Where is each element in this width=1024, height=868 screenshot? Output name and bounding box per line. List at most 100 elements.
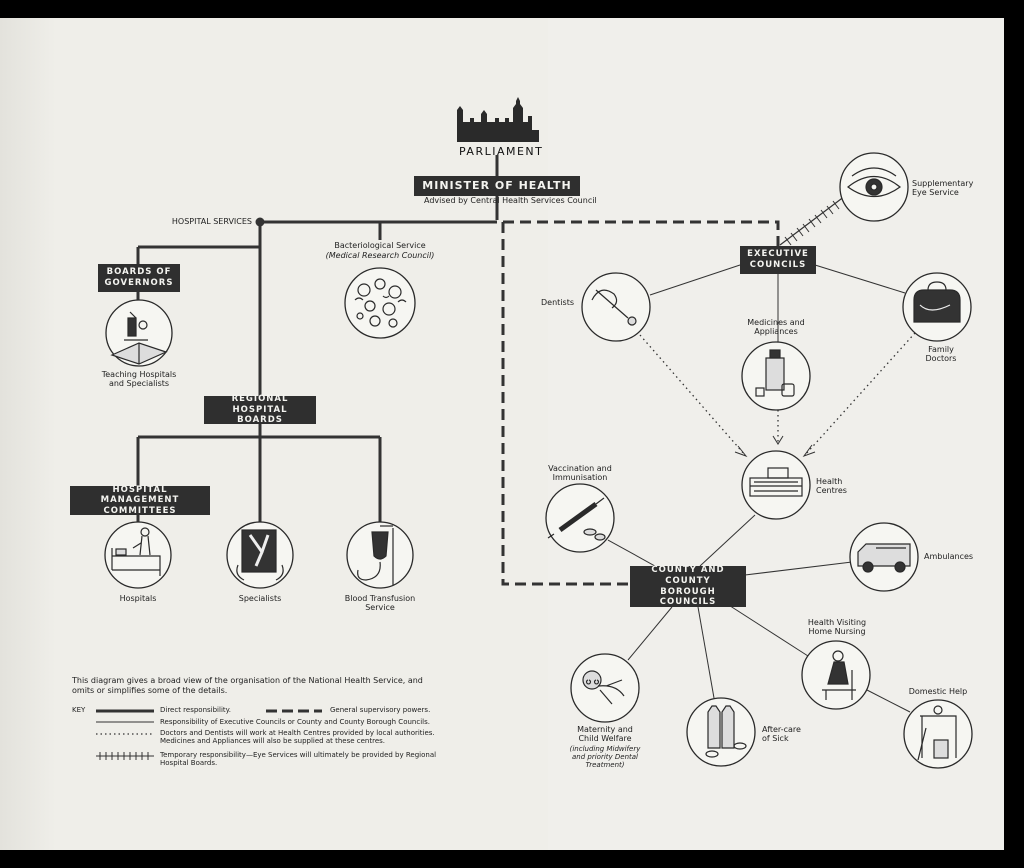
medicine-bottle-icon: [755, 349, 795, 397]
bacteria-circle: [344, 267, 416, 339]
key-responsibility: Responsibility of Executive Councils or …: [160, 718, 430, 726]
teaching-line-2: and Specialists: [108, 379, 170, 389]
family-line-1: Family: [928, 345, 954, 354]
key-direct: Direct responsibility.: [160, 706, 232, 714]
minister-sub: Advised by Central Health Services Counc…: [424, 196, 597, 205]
domestic-help-circle: [903, 699, 973, 769]
teaching-line-1: Teaching Hospitals: [101, 370, 177, 379]
maternity-label: Maternity and Child Welfare: [560, 725, 650, 743]
ambulances-label: Ambulances: [924, 552, 974, 561]
exec-line-2: COUNCILS: [749, 260, 807, 270]
minister-box: MINISTER OF HEALTH: [414, 176, 580, 196]
family-doctors-label: Family Doctors: [906, 345, 976, 363]
regional-boards-box: REGIONAL HOSPITAL BOARDS: [204, 394, 316, 426]
maternity-circle: [570, 653, 640, 723]
milk-bottles-icon: [705, 705, 747, 758]
eye-label: Supplementary Eye Service: [912, 179, 992, 197]
maternity-sub: (including Midwifery and priority Dental…: [560, 745, 650, 769]
maternity-sub-3: Treatment): [585, 761, 625, 770]
parliament-label: PARLIAMENT: [459, 145, 544, 158]
centres-line-1: Health: [816, 477, 843, 486]
nurse-chair-icon: [822, 650, 856, 700]
county-line-2: COUNTY BOROUGH: [660, 575, 716, 597]
county-councils-box: COUNTY AND COUNTY BOROUGH COUNCILS: [630, 565, 746, 608]
boards-line-1: BOARDS OF: [106, 267, 172, 278]
key-dotted: Doctors and Dentists will work at Health…: [160, 729, 435, 746]
hospital-bed-icon: [111, 527, 161, 576]
blood-line-1: Blood Transfusion: [344, 594, 416, 603]
bacteriological-sub: (Medical Research Council): [325, 251, 435, 260]
key-general: General supervisory powers.: [330, 706, 431, 714]
health-centres-circle: [741, 450, 811, 520]
exec-line-1: EXECUTIVE: [747, 249, 809, 260]
blood-label: Blood Transfusion Service: [330, 594, 430, 612]
hmc-line-2: COMMITTEES: [103, 505, 177, 516]
regional-line-1: REGIONAL: [231, 394, 289, 405]
family-line-2: Doctors: [925, 354, 957, 364]
teaching-label: Teaching Hospitals and Specialists: [84, 370, 194, 388]
blood-drip-icon: [357, 525, 394, 585]
key-dotted-1: Doctors and Dentists will work at Health…: [160, 729, 435, 737]
doctors-bag-icon: [913, 281, 961, 323]
visiting-line-2: Home Nursing: [808, 627, 866, 637]
boards-line-2: GOVERNORS: [104, 278, 174, 288]
parliament-skyline-icon: [457, 97, 539, 142]
aftercare-label: After-care of Sick: [762, 725, 822, 743]
aftercare-line-2: of Sick: [762, 734, 789, 744]
key-title: KEY: [72, 706, 86, 714]
maternity-sub-2: and priority Dental: [572, 753, 638, 762]
bacteriological-label: Bacteriological Service: [334, 241, 426, 250]
key-temporary-1: Temporary responsibility—Eye Services wi…: [160, 751, 437, 759]
health-centres-label: Health Centres: [816, 477, 876, 495]
hmc-box: HOSPITAL MANAGEMENT COMMITTEES: [70, 484, 210, 516]
eye-icon: [847, 167, 901, 198]
aftercare-circle: [686, 697, 756, 767]
specialists-label: Specialists: [238, 594, 282, 603]
syringe-icon: [547, 497, 606, 541]
junction-dot: [255, 217, 265, 227]
note-line-1: This diagram gives a broad view of the o…: [72, 676, 423, 685]
county-line-1: COUNTY AND: [651, 565, 725, 576]
microscope-book-icon: [110, 311, 168, 365]
medicines-label: Medicines and Appliances: [736, 318, 816, 336]
bacteria-icon: [354, 278, 407, 328]
maternity-sub-1: (including Midwifery: [569, 745, 641, 753]
regional-line-2: HOSPITAL BOARDS: [232, 404, 288, 426]
key-dotted-2: Medicines and Appliances will also be su…: [160, 737, 386, 746]
minister-label: MINISTER OF HEALTH: [422, 179, 572, 193]
medicines-line-2: Appliances: [754, 327, 798, 337]
ambulance-icon: [857, 543, 911, 573]
maternity-line-1: Maternity and: [577, 725, 633, 734]
key-temporary-2: Hospital Boards.: [160, 759, 218, 768]
blood-line-2: Service: [365, 603, 395, 613]
xray-icon: [236, 529, 284, 581]
dental-mirror-icon: [591, 289, 637, 326]
centres-line-2: Centres: [816, 486, 847, 496]
diagram-note: This diagram gives a broad view of the o…: [72, 676, 452, 697]
visiting-line-1: Health Visiting: [807, 618, 867, 627]
health-visiting-label: Health Visiting Home Nursing: [796, 618, 878, 636]
executive-councils-box: EXECUTIVE COUNCILS: [740, 246, 816, 274]
vaccination-label: Vaccination and Immunisation: [538, 464, 622, 482]
note-line-2: omits or simplifies some of the details.: [72, 686, 228, 696]
eye-line-2: Eye Service: [912, 188, 959, 198]
baby-icon: [582, 670, 625, 705]
boards-of-governors-box: BOARDS OF GOVERNORS: [98, 264, 180, 292]
hmc-line-1: HOSPITAL MANAGEMENT: [100, 484, 180, 506]
domestic-help-label: Domestic Help: [908, 687, 968, 696]
medicines-line-1: Medicines and: [747, 318, 805, 327]
hospitals-circle: [104, 521, 172, 589]
eye-line-1: Supplementary: [912, 179, 974, 188]
dentists-label: Dentists: [541, 298, 574, 307]
aftercare-line-1: After-care: [762, 725, 801, 734]
maternity-line-2: Child Welfare: [578, 734, 632, 744]
building-icon: [749, 467, 803, 497]
key-temporary: Temporary responsibility—Eye Services wi…: [160, 751, 436, 768]
domestic-help-icon: [917, 705, 957, 761]
county-line-3: COUNCILS: [659, 597, 717, 608]
hospital-services-label: HOSPITAL SERVICES: [171, 217, 252, 226]
vaccination-line-2: Immunisation: [552, 473, 608, 483]
vaccination-line-1: Vaccination and: [548, 464, 612, 473]
hospitals-label: Hospitals: [119, 594, 157, 603]
